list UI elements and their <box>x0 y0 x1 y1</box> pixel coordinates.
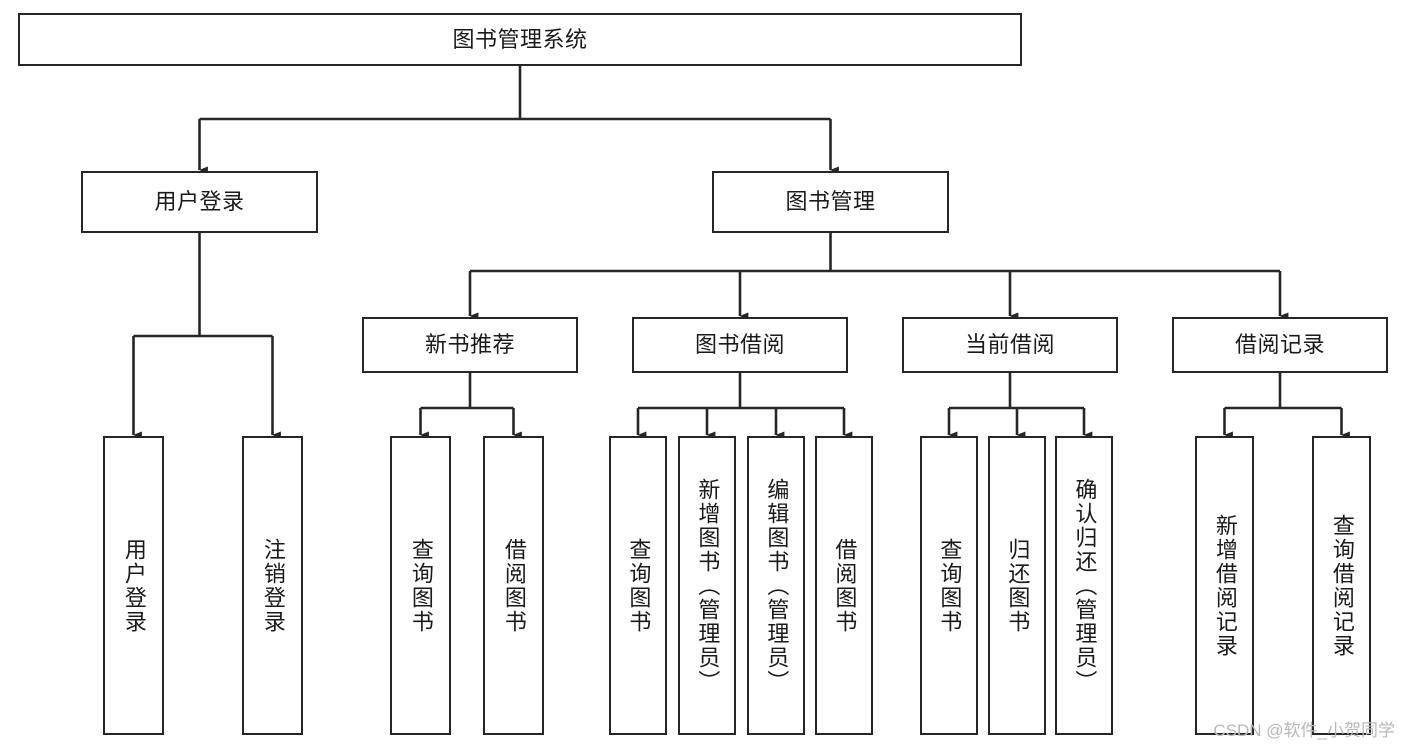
edge-paths <box>132 66 1350 439</box>
node-label: 归还图书 <box>1005 537 1031 634</box>
node-label: 确认归还（管理员） <box>1072 477 1098 694</box>
node-book_mgmt[interactable]: 图书管理 <box>712 171 949 233</box>
node-label: 查询图书 <box>408 537 434 634</box>
node-leaf_add_book[interactable]: 新增图书（管理员） <box>678 436 736 735</box>
node-leaf_query_nb[interactable]: 查询图书 <box>390 436 451 735</box>
node-user_login[interactable]: 用户登录 <box>81 171 318 233</box>
node-label: 新书推荐 <box>424 332 515 358</box>
node-label: 图书管理系统 <box>452 26 588 52</box>
node-leaf_user_login[interactable]: 用户登录 <box>103 436 164 735</box>
node-leaf_return[interactable]: 归还图书 <box>988 436 1046 735</box>
node-label: 编辑图书（管理员） <box>764 477 790 694</box>
node-label: 图书借阅 <box>694 332 785 358</box>
node-leaf_query_bb[interactable]: 查询图书 <box>609 436 667 735</box>
node-leaf_query_cb[interactable]: 查询图书 <box>920 436 978 735</box>
node-label: 新增图书（管理员） <box>695 477 721 694</box>
node-label: 借阅记录 <box>1234 332 1325 358</box>
node-label: 用户登录 <box>154 189 245 215</box>
node-leaf_conf_ret[interactable]: 确认归还（管理员） <box>1055 436 1113 735</box>
node-leaf_add_rec[interactable]: 新增借阅记录 <box>1195 436 1254 735</box>
node-label: 当前借阅 <box>964 332 1055 358</box>
node-root[interactable]: 图书管理系统 <box>18 13 1022 66</box>
node-leaf_borrow_bb[interactable]: 借阅图书 <box>815 436 873 735</box>
node-label: 用户登录 <box>121 537 147 634</box>
node-leaf_edit_book[interactable]: 编辑图书（管理员） <box>747 436 805 735</box>
node-current_borrow[interactable]: 当前借阅 <box>902 317 1118 373</box>
node-label: 查询借阅记录 <box>1329 513 1355 658</box>
node-book_borrow[interactable]: 图书借阅 <box>632 317 848 373</box>
node-leaf_logout[interactable]: 注销登录 <box>242 436 303 735</box>
node-borrow_record[interactable]: 借阅记录 <box>1172 317 1388 373</box>
csdn-watermark: CSDN @软件_小贺同学 <box>1213 721 1395 740</box>
node-label: 新增借阅记录 <box>1212 513 1238 658</box>
node-label: 查询图书 <box>937 537 963 634</box>
node-label: 注销登录 <box>260 537 286 634</box>
node-label: 查询图书 <box>626 537 652 634</box>
node-label: 图书管理 <box>785 189 876 215</box>
node-leaf_borrow_nb[interactable]: 借阅图书 <box>483 436 544 735</box>
node-label: 借阅图书 <box>501 537 527 634</box>
node-leaf_query_rec[interactable]: 查询借阅记录 <box>1312 436 1371 735</box>
node-label: 借阅图书 <box>832 537 858 634</box>
node-new_book_rec[interactable]: 新书推荐 <box>362 317 578 373</box>
